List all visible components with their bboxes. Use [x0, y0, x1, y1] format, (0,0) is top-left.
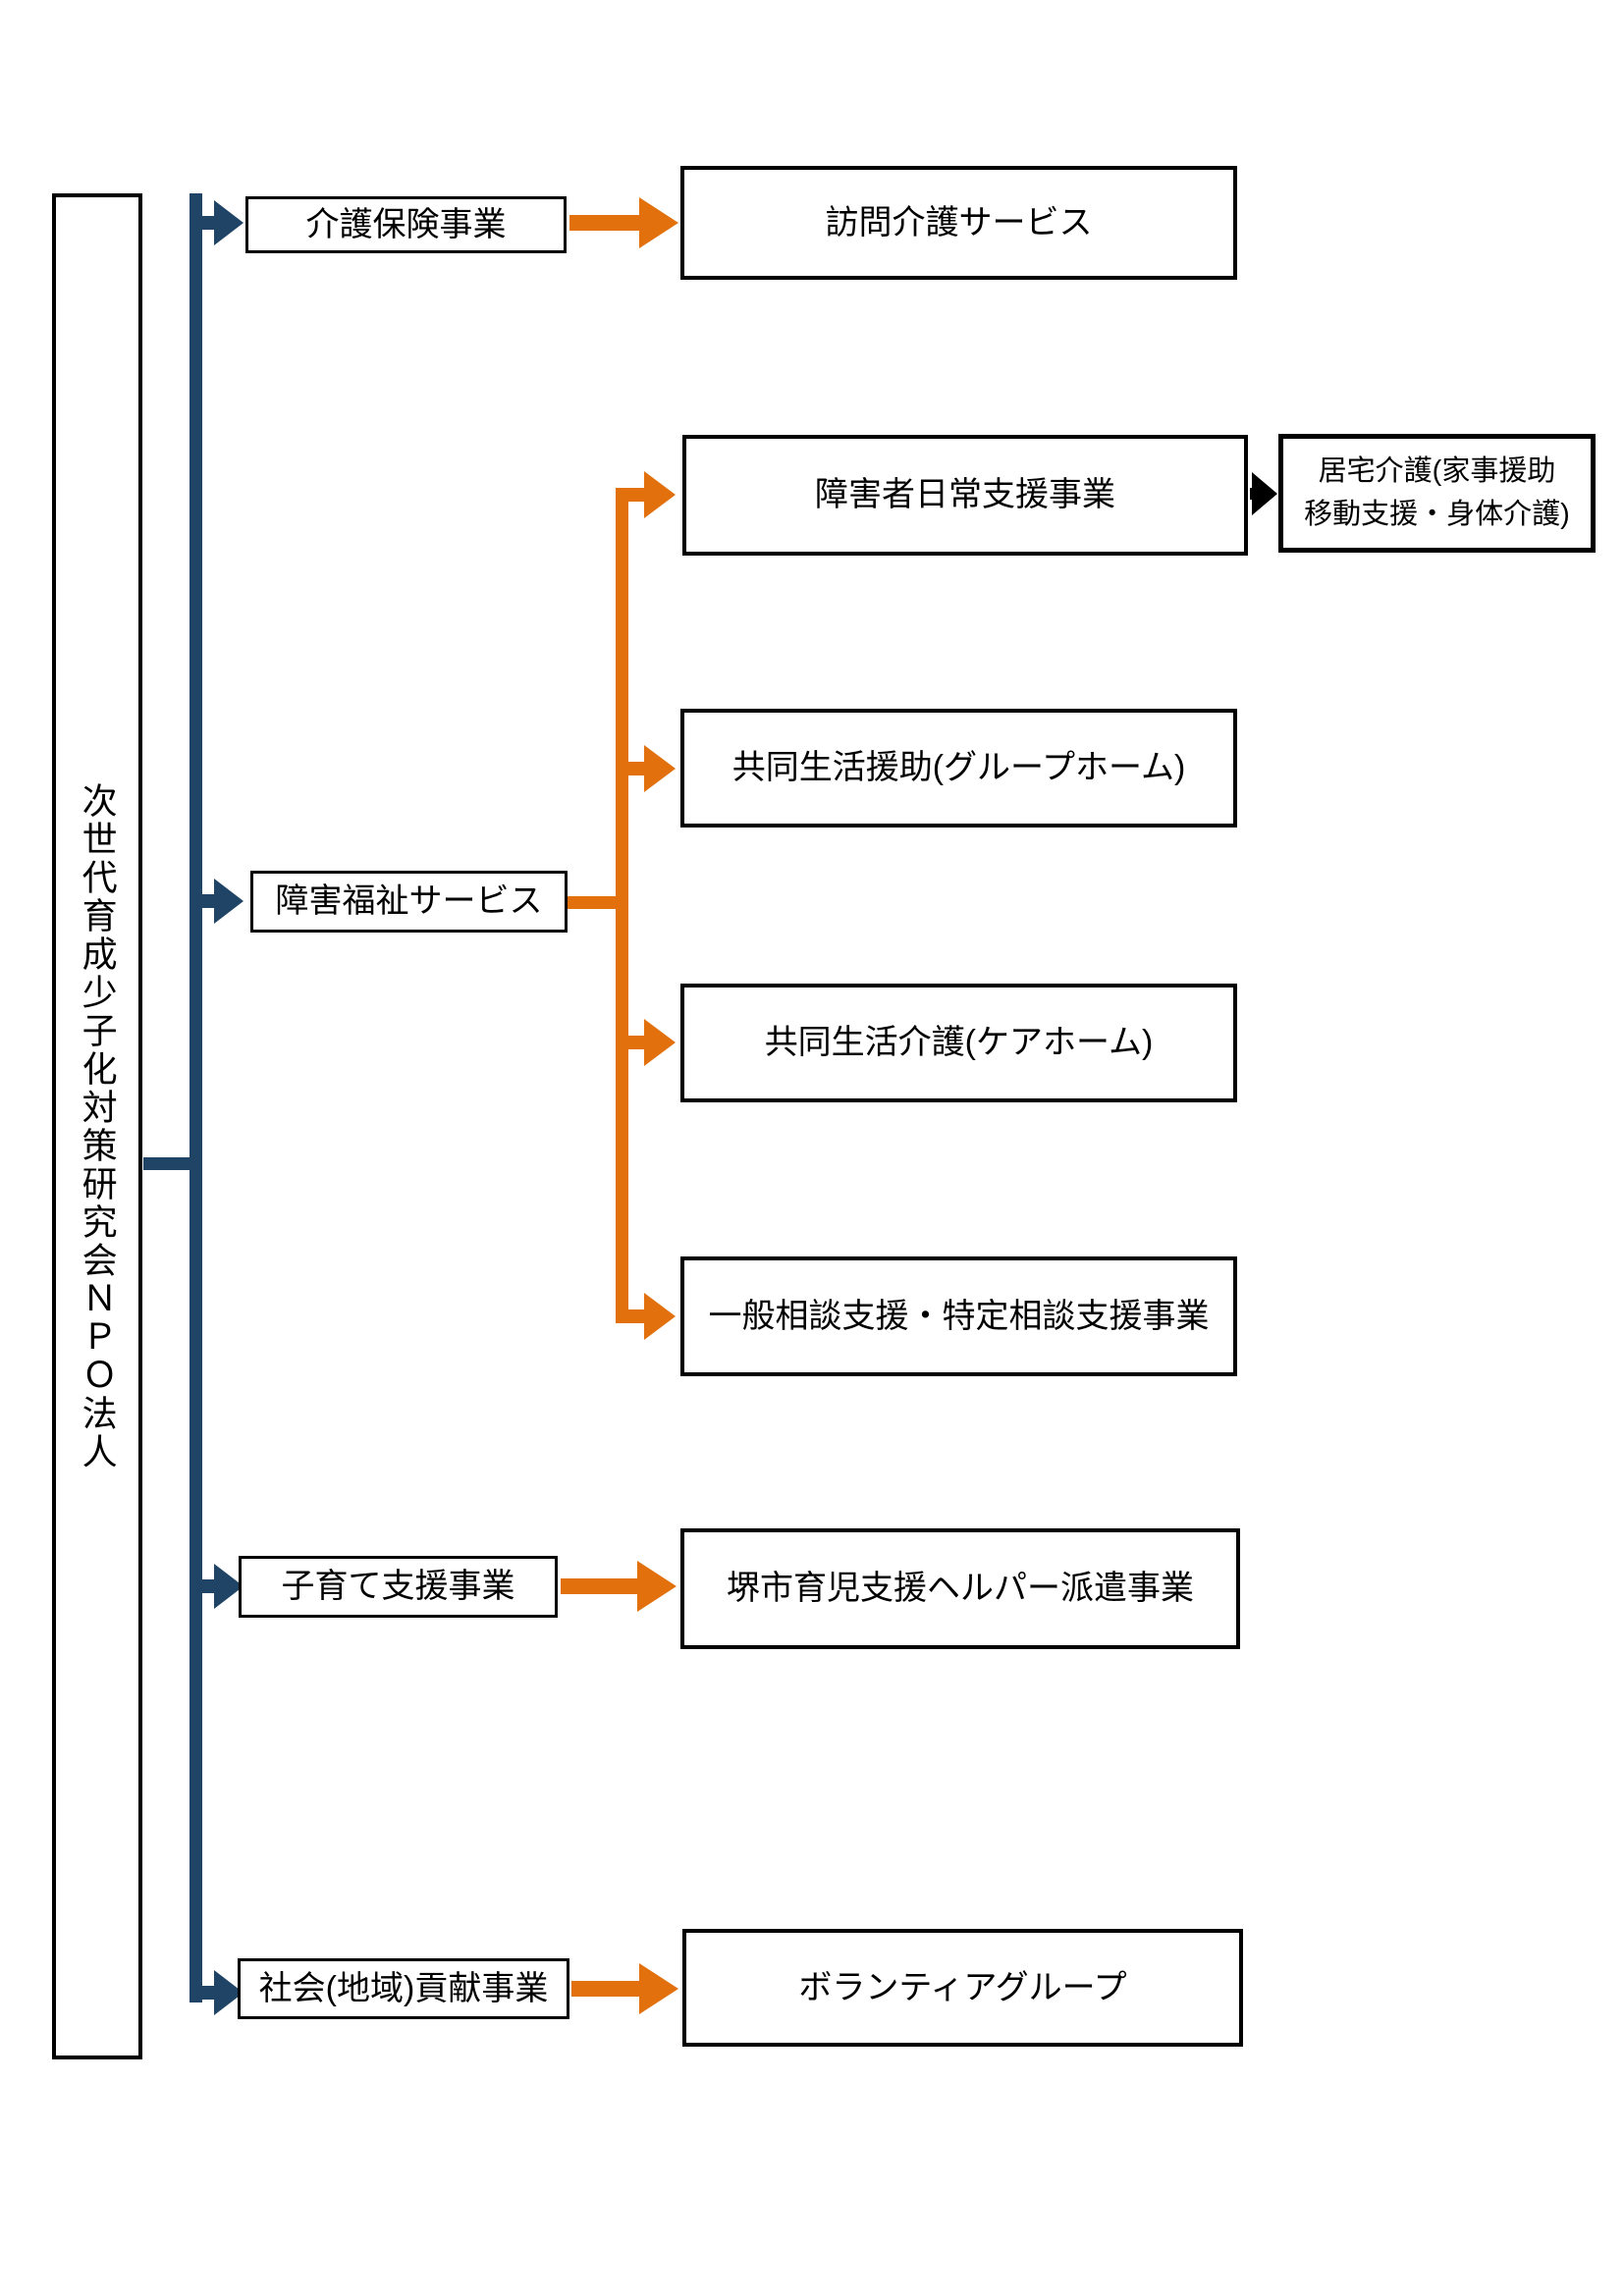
orange-arrow-daily-support: [619, 471, 676, 518]
service-box-group-home: 共同生活援助(グループホーム): [680, 709, 1237, 828]
orange-arrow-sakai-helper: [561, 1561, 677, 1612]
root-to-trunk-connector: [143, 1157, 190, 1170]
service-label: 障害者日常支援事業: [815, 476, 1115, 514]
branch-label: 子育て支援事業: [281, 1568, 515, 1606]
orange-arrow-volunteer-group: [571, 1963, 678, 2014]
blue-trunk-line: [189, 193, 202, 2002]
orange-arrow-home-visit-care: [569, 197, 678, 248]
branch-label: 社会(地域)貢献事業: [258, 1969, 549, 2007]
service-box-consultation-support: 一般相談支援・特定相談支援事業: [680, 1256, 1237, 1376]
branch-box-community-contribution: 社会(地域)貢献事業: [238, 1958, 569, 2019]
detail-label-line1: 居宅介護(家事援助: [1318, 455, 1556, 487]
branch-box-care-insurance: 介護保険事業: [245, 196, 567, 253]
branch-box-disability-services: 障害福祉サービス: [250, 871, 568, 933]
orange-arrow-consultation: [619, 1293, 676, 1340]
service-label: 堺市育児支援ヘルパー派遣事業: [727, 1570, 1194, 1608]
service-box-care-home: 共同生活介護(ケアホーム): [680, 984, 1237, 1102]
service-label: 共同生活介護(ケアホーム): [764, 1024, 1154, 1062]
service-box-volunteer-group: ボランティアグループ: [682, 1929, 1243, 2047]
service-label: 共同生活援助(グループホーム): [731, 749, 1186, 787]
detail-label-line2: 移動支援・身体介護): [1304, 498, 1570, 530]
orange-trunk-line: [616, 488, 628, 1323]
blue-arrow-care-insurance: [193, 200, 244, 245]
service-label: 訪問介護サービス: [825, 203, 1093, 241]
orange-stub-from-disability-box: [568, 896, 619, 909]
blue-arrow-community: [193, 1970, 244, 2015]
service-label: ボランティアグループ: [798, 1968, 1127, 2006]
orange-arrow-group-home: [619, 745, 676, 792]
root-label: 次世代育成少子化対策研究会ＮＰＯ法人: [77, 781, 118, 1471]
branch-box-childcare-support: 子育て支援事業: [239, 1556, 558, 1618]
service-label: 一般相談支援・特定相談支援事業: [708, 1297, 1210, 1335]
service-box-daily-support: 障害者日常支援事業: [682, 435, 1248, 556]
service-box-sakai-helper-dispatch: 堺市育児支援ヘルパー派遣事業: [680, 1528, 1240, 1649]
orange-arrow-care-home: [619, 1019, 676, 1066]
blue-arrow-childcare: [193, 1564, 244, 1609]
branch-label: 障害福祉サービス: [275, 882, 543, 921]
detail-box-home-care: 居宅介護(家事援助 移動支援・身体介護): [1278, 434, 1596, 553]
service-box-home-visit-care: 訪問介護サービス: [680, 166, 1237, 280]
root-box-npo: 次世代育成少子化対策研究会ＮＰＯ法人: [52, 193, 142, 2059]
branch-label: 介護保険事業: [305, 205, 507, 243]
blue-arrow-disability-services: [193, 879, 244, 924]
black-arrow-home-care-detail: [1250, 472, 1277, 515]
